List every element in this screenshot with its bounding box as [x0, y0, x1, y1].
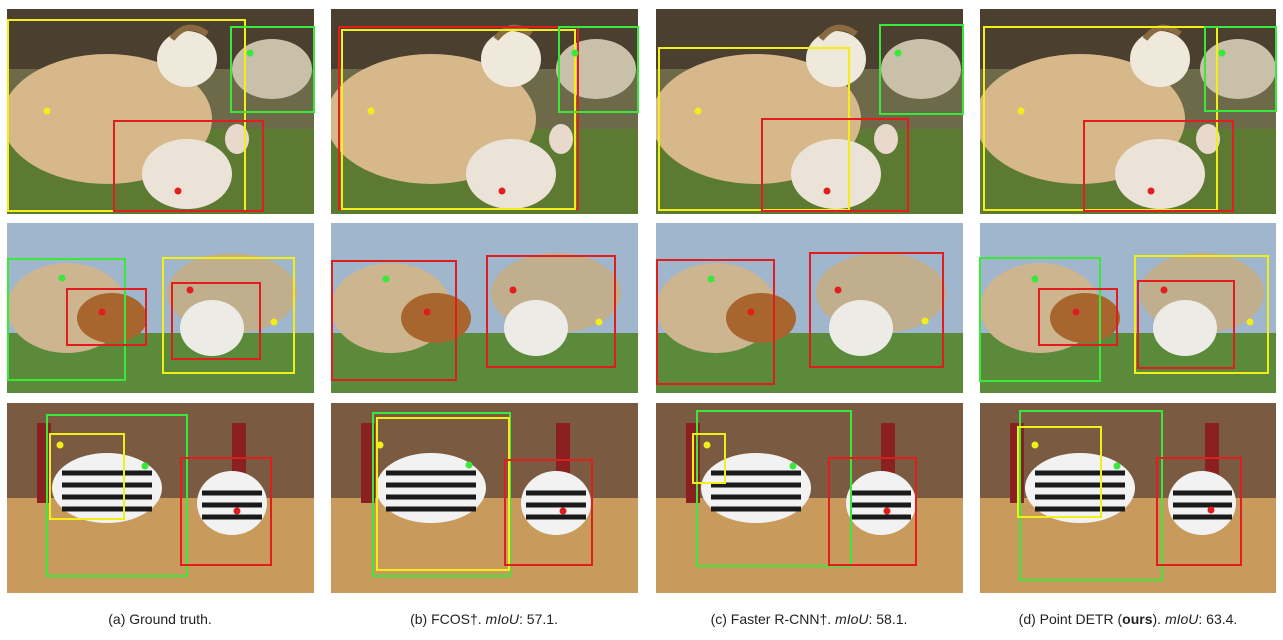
caption-metric: mIoU — [485, 611, 519, 627]
image-cows-faster-rcnn — [656, 223, 963, 393]
zebras-scene — [656, 403, 963, 593]
caption-text: (a) Ground truth. — [108, 611, 212, 627]
image-zebras-fcos — [331, 403, 638, 593]
zebras-scene — [331, 403, 638, 593]
caption-method: Faster R-CNN†. — [730, 611, 836, 627]
sheep-scene — [7, 9, 314, 214]
caption-method: FCOS†. — [431, 611, 486, 627]
caption-point-detr: (d) Point DETR (ours). mIoU: 63.4. — [978, 611, 1278, 627]
caption-prefix: (b) — [410, 611, 432, 627]
caption-score: : 57.1. — [519, 611, 558, 627]
image-zebras-faster-rcnn — [656, 403, 963, 593]
sheep-scene — [331, 9, 638, 214]
caption-ground-truth: (a) Ground truth. — [10, 611, 310, 627]
zebras-scene — [980, 403, 1276, 593]
image-cows-fcos — [331, 223, 638, 393]
caption-prefix: (d) — [1018, 611, 1040, 627]
cows-scene — [7, 223, 314, 393]
image-sheep-fcos — [331, 9, 638, 214]
caption-prefix: (c) — [710, 611, 731, 627]
caption-metric: mIoU — [835, 611, 869, 627]
cows-scene — [331, 223, 638, 393]
caption-suffix: ). — [1152, 611, 1165, 627]
sheep-scene — [656, 9, 963, 214]
sheep-scene — [980, 9, 1276, 214]
caption-fcos: (b) FCOS†. mIoU: 57.1. — [334, 611, 634, 627]
caption-score: : 58.1. — [868, 611, 908, 627]
image-zebras-ground-truth — [7, 403, 314, 593]
caption-method: Point DETR ( — [1039, 611, 1123, 627]
caption-metric: mIoU — [1164, 611, 1199, 627]
image-zebras-point-detr — [980, 403, 1276, 593]
image-sheep-faster-rcnn — [656, 9, 963, 214]
zebras-scene — [7, 403, 314, 593]
image-cows-ground-truth — [7, 223, 314, 393]
image-sheep-ground-truth — [7, 9, 314, 214]
caption-score: : 63.4. — [1198, 611, 1238, 627]
caption-faster-rcnn: (c) Faster R-CNN†. mIoU: 58.1. — [659, 611, 959, 627]
cows-scene — [656, 223, 963, 393]
image-sheep-point-detr — [980, 9, 1276, 214]
cows-scene — [980, 223, 1276, 393]
image-cows-point-detr — [980, 223, 1276, 393]
caption-ours: ours — [1122, 611, 1153, 627]
